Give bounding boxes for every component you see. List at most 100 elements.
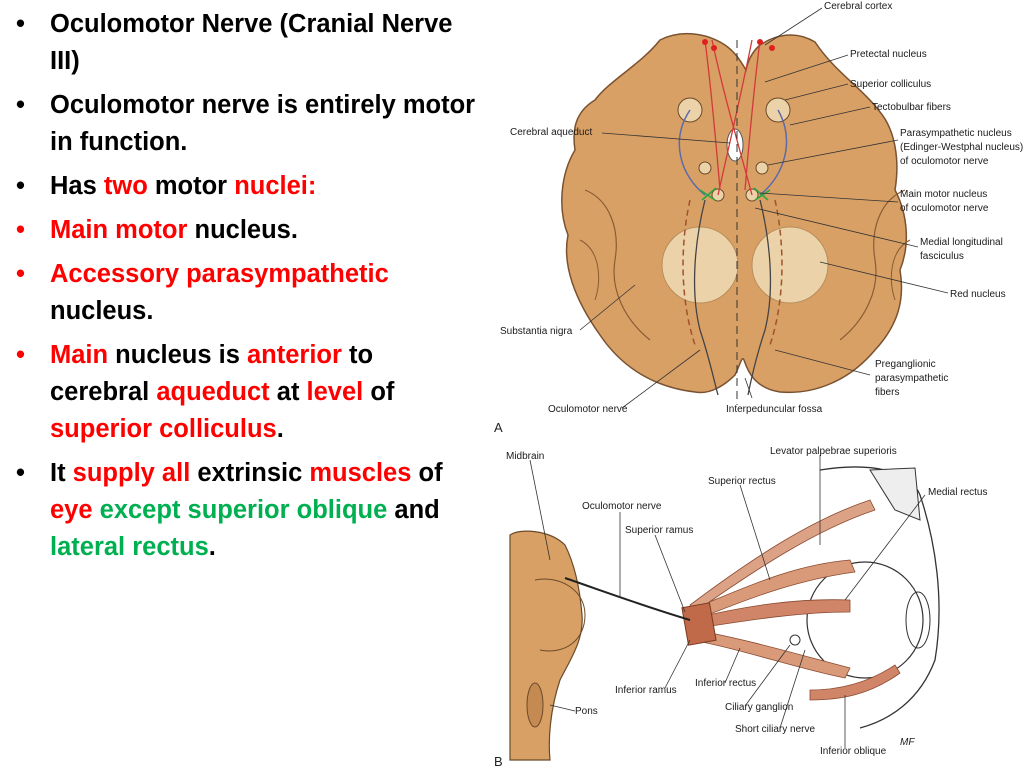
- bullet-text-segment: and: [387, 496, 440, 524]
- label-cerebral-aqueduct: Cerebral aqueduct: [510, 127, 592, 138]
- bullet-item: • Accessory parasympathetic nucleus.: [12, 256, 477, 330]
- bullet-dot: •: [16, 91, 25, 119]
- label-short-ciliary-nerve: Short ciliary nerve: [735, 724, 815, 735]
- bullet-text-segment: Main: [50, 341, 109, 369]
- figure-letter-b: B: [494, 754, 503, 768]
- bullet-text-segment: Accessory parasympathetic: [50, 260, 389, 288]
- label-inferior-rectus: Inferior rectus: [695, 678, 756, 689]
- bullet-item: •Main motor nucleus.: [12, 212, 477, 249]
- bullet-text-segment: two: [103, 172, 148, 200]
- pregang-dashes-right: [769, 199, 783, 346]
- label-cerebral-cortex: Cerebral cortex: [824, 1, 892, 12]
- label-midbrain: Midbrain: [506, 451, 544, 462]
- bullet-text-segment: muscles: [309, 459, 412, 487]
- oculomotor-nerve-b: [564, 577, 691, 621]
- label-oculomotor-nerve-a: Oculomotor nerve: [548, 404, 628, 415]
- sulcus-left: [584, 189, 651, 341]
- bullet-text-segment: anterior: [246, 341, 342, 369]
- label-inferior-ramus: Inferior ramus: [615, 685, 677, 696]
- pregang-dashes-left: [682, 199, 696, 346]
- pons-bulge: [534, 578, 586, 652]
- cortex-dot-1: [702, 39, 708, 45]
- bullet-dot: •: [16, 216, 25, 244]
- bullet-item: • Oculomotor nerve is entirely motor in f…: [12, 87, 477, 161]
- bullet-text-segment: except superior oblique: [99, 496, 388, 524]
- figure-b: MF Midbrain Oculomotor nerve Superior ra…: [494, 446, 987, 768]
- label-red-nucleus: Red nucleus: [950, 289, 1006, 300]
- muscle-inferior-oblique: [809, 664, 901, 701]
- green-fibers: [699, 187, 771, 201]
- bullet-item: •It supply all extrinsic muscles of eye …: [12, 455, 477, 566]
- signature: MF: [900, 737, 915, 748]
- bullet-text-segment: nucleus is: [108, 341, 247, 369]
- bullet-dot: •: [16, 459, 25, 487]
- bullet-list: •Oculomotor Nerve (Cranial Nerve III)•Oc…: [12, 6, 477, 573]
- bullet-text-segment: [93, 496, 100, 524]
- bullet-text-segment: Main motor: [50, 216, 188, 244]
- bullet-text-segment: .: [276, 415, 284, 443]
- muscle-levator: [689, 499, 876, 613]
- sulcus-left-2: [579, 239, 600, 301]
- ciliary-ganglion: [789, 634, 801, 646]
- bullet-text-segment: level: [306, 378, 364, 406]
- sulcus-right-2: [890, 239, 911, 301]
- label-superior-colliculus: Superior colliculus: [850, 79, 931, 90]
- bullet-text-segment: Has: [50, 172, 104, 200]
- pretectal-fibers: [704, 39, 761, 196]
- label-parasym-3: of oculomotor nerve: [900, 156, 989, 167]
- bullet-text-segment: to cerebral: [50, 341, 374, 406]
- bullet-text-segment: aqueduct: [156, 378, 270, 406]
- bullet-text-segment: lateral rectus: [50, 533, 209, 561]
- pons-oval: [526, 682, 544, 728]
- bullet-text-segment: superior colliculus: [50, 415, 277, 443]
- figure-letter-a: A: [494, 420, 503, 435]
- label-ciliary-ganglion: Ciliary ganglion: [725, 702, 793, 713]
- bullet-text-segment: motor: [147, 172, 235, 200]
- bullet-text-segment: of: [363, 378, 395, 406]
- eyeball: [806, 561, 924, 679]
- bullet-dot: •: [16, 260, 25, 288]
- label-mlf-1: Medial longitudinal: [920, 237, 1003, 248]
- bullet-text-segment: Oculomotor nerve is entirely motor in fu…: [50, 91, 476, 156]
- muscle-superior-rectus: [689, 559, 856, 621]
- bullet-text-segment: .: [208, 533, 216, 561]
- bullet-dot: •: [16, 341, 25, 369]
- label-parasym-1: Parasympathetic nucleus: [900, 128, 1012, 139]
- label-parasym-2: (Edinger-Westphal nucleus): [900, 142, 1023, 153]
- anatomy-svg: Cerebral cortex Pretectal nucleus Superi…: [494, 1, 1023, 768]
- label-pregang-3: fibers: [875, 387, 899, 398]
- bullet-text-segment: Oculomotor Nerve (Cranial Nerve III): [50, 10, 453, 75]
- bullet-text-segment: supply all: [72, 459, 191, 487]
- leaders-b: [529, 455, 926, 748]
- ew-nucleus-right: [755, 161, 769, 175]
- red-nucleus-left: [661, 226, 739, 304]
- label-mlf-2: fasciculus: [920, 251, 964, 262]
- bullet-dot: •: [16, 172, 25, 200]
- label-levator: Levator palpebrae superioris: [770, 446, 897, 457]
- label-pretectal-nucleus: Pretectal nucleus: [850, 49, 927, 60]
- cortex-dot-4: [769, 45, 775, 51]
- red-nucleus-right: [751, 226, 829, 304]
- bullet-text-segment: nucleus.: [50, 297, 154, 325]
- label-pregang-1: Preganglionic: [875, 359, 936, 370]
- bullet-text-segment: It: [50, 459, 73, 487]
- figure-a: Cerebral cortex Pretectal nucleus Superi…: [494, 1, 1023, 435]
- cortex-dot-2: [711, 45, 717, 51]
- oculomotor-fibers-left: [693, 199, 719, 396]
- ew-nucleus-left: [698, 161, 712, 175]
- muscle-stump: [681, 602, 717, 646]
- label-main-motor-1: Main motor nucleus: [900, 189, 987, 200]
- orbit-hatch: [869, 467, 921, 521]
- brainstem: [509, 530, 583, 761]
- bullet-item: • Main nucleus is anterior to cerebral aq…: [12, 337, 477, 448]
- sulcus-right: [839, 189, 906, 341]
- bullet-text-segment: extrinsic: [190, 459, 310, 487]
- bullet-item: •Oculomotor Nerve (Cranial Nerve III): [12, 6, 477, 80]
- anatomy-figure: Cerebral cortex Pretectal nucleus Superi…: [490, 0, 1024, 768]
- leaders-a: [579, 7, 949, 409]
- muscle-medial-rectus: [694, 599, 851, 629]
- label-superior-ramus: Superior ramus: [625, 525, 693, 536]
- bullet-item: •Has two motor nuclei:: [12, 168, 477, 205]
- oculomotor-fibers-right: [747, 199, 772, 396]
- label-oculomotor-nerve-b: Oculomotor nerve: [582, 501, 662, 512]
